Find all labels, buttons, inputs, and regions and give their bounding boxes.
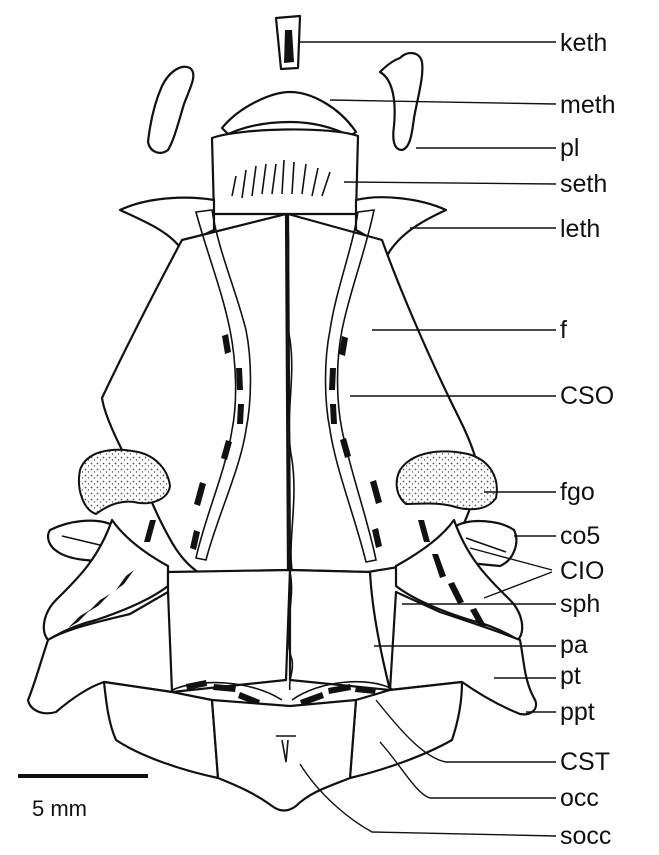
parietal-bones (168, 570, 390, 692)
scale-bar-label: 5 mm (32, 796, 87, 822)
label-cio: CIO (560, 559, 604, 584)
label-socc: socc (560, 824, 611, 849)
label-fgo: fgo (560, 480, 595, 505)
label-co5: co5 (560, 524, 600, 549)
label-cso: CSO (560, 384, 614, 409)
label-pt: pt (560, 664, 581, 689)
label-ppt: ppt (560, 700, 595, 725)
supraethmoid-bone (212, 129, 358, 214)
label-seth: seth (560, 172, 607, 197)
label-leth: leth (560, 217, 600, 242)
label-sph: sph (560, 592, 600, 617)
label-keth: keth (560, 31, 607, 56)
label-f: f (560, 318, 567, 343)
label-occ: occ (560, 786, 599, 811)
label-meth: meth (560, 93, 616, 118)
label-cst: CST (560, 750, 610, 775)
label-pa: pa (560, 633, 588, 658)
label-pl: pl (560, 136, 579, 161)
frontal-bones (102, 214, 480, 572)
kinethmoid-bone (276, 16, 300, 69)
supraoccipital-bone (212, 700, 356, 811)
